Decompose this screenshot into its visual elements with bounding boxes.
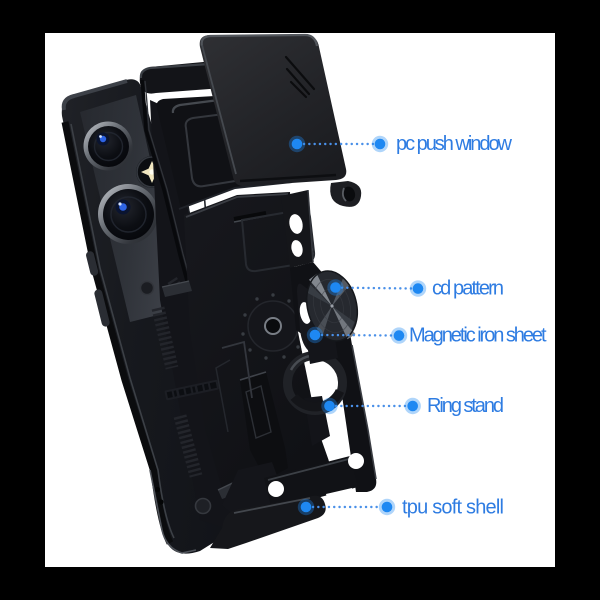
svg-text:tpu soft shell: tpu soft shell xyxy=(402,497,504,519)
svg-text:cd pattern: cd pattern xyxy=(432,278,504,300)
svg-text:Magnetic iron sheet: Magnetic iron sheet xyxy=(409,325,547,347)
svg-text:Ring stand: Ring stand xyxy=(427,395,504,417)
svg-text:pc push window: pc push window xyxy=(396,133,513,155)
